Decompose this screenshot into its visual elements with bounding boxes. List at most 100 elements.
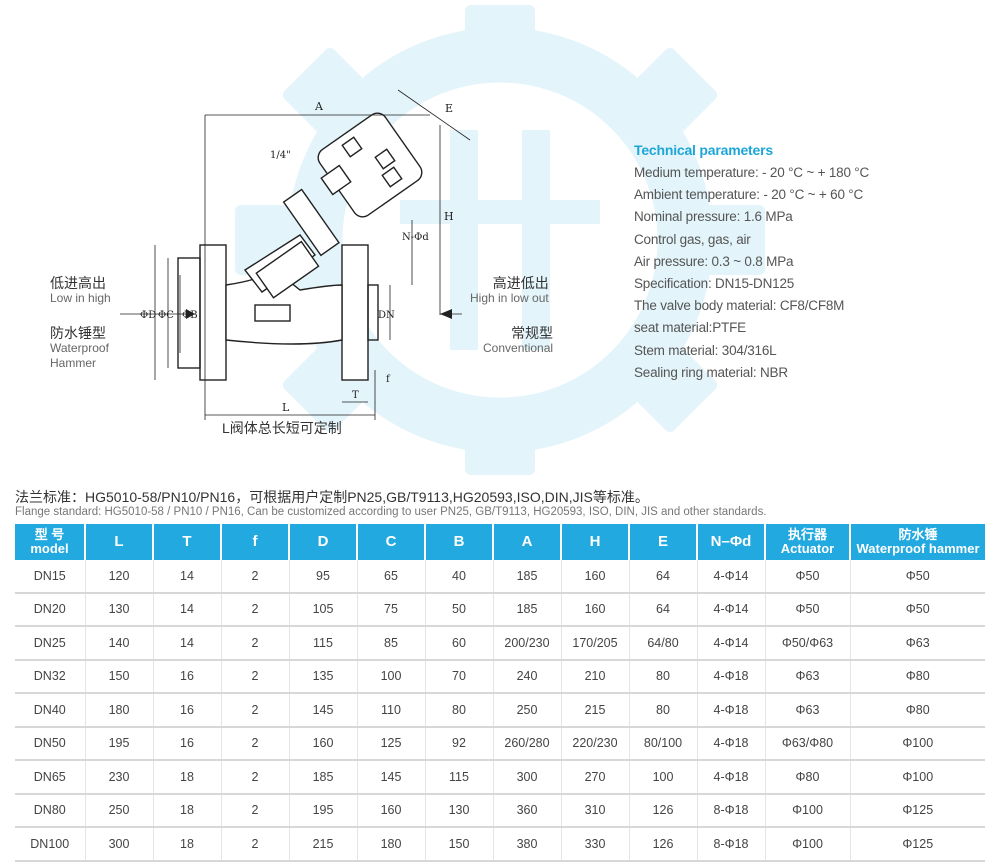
table-cell: 4-Φ14 bbox=[697, 626, 766, 661]
table-cell: 230 bbox=[85, 760, 154, 795]
column-header-en: model bbox=[30, 541, 69, 556]
table-cell: Φ50 bbox=[765, 560, 851, 594]
column-header-en: L bbox=[114, 533, 124, 550]
table-cell: Φ63/Φ80 bbox=[765, 726, 851, 761]
table-cell: 85 bbox=[357, 626, 426, 661]
table-cell: 330 bbox=[561, 827, 630, 862]
dim-label-a: A bbox=[314, 100, 324, 113]
dim-label-e: E bbox=[445, 102, 453, 115]
table-cell: 145 bbox=[357, 760, 426, 795]
table-cell: Φ50 bbox=[765, 592, 851, 627]
table-cell: 195 bbox=[85, 726, 154, 761]
dim-label-nd: N-Φd bbox=[402, 232, 429, 243]
table-cell: Φ50 bbox=[850, 592, 985, 627]
table-cell: Φ63 bbox=[765, 659, 851, 694]
table-cell: 80 bbox=[629, 659, 698, 694]
table-cell: DN50 bbox=[15, 726, 86, 761]
table-cell: 80 bbox=[629, 693, 698, 728]
dim-label-h: H bbox=[444, 210, 454, 223]
column-header: H bbox=[561, 524, 630, 560]
table-cell: 2 bbox=[221, 793, 290, 828]
table-cell: 70 bbox=[425, 659, 494, 694]
column-header-en: T bbox=[182, 533, 192, 550]
column-header: f bbox=[221, 524, 290, 560]
table-cell: 60 bbox=[425, 626, 494, 661]
table-cell: 150 bbox=[85, 659, 154, 694]
column-header: L bbox=[85, 524, 154, 560]
table-cell: 2 bbox=[221, 592, 290, 627]
valve-drawing: A E H N-Φd DN ΦD ΦC ΦB T f L 1/4" bbox=[120, 89, 471, 420]
tech-line: The valve body material: CF8/CF8M bbox=[634, 298, 845, 314]
table-cell: 100 bbox=[357, 659, 426, 694]
table-cell: Φ125 bbox=[850, 827, 985, 862]
dim-label-t: T bbox=[352, 390, 359, 401]
column-header-cn: 型 号 bbox=[34, 527, 65, 542]
table-cell: 64 bbox=[629, 592, 698, 627]
column-header: A bbox=[493, 524, 562, 560]
column-header: T bbox=[153, 524, 222, 560]
table-cell: 64/80 bbox=[629, 626, 698, 661]
table-cell: Φ125 bbox=[850, 793, 985, 828]
flange-standard-cn: 法兰标准：HG5010-58/PN10/PN16，可根据用户定制PN25,GB/… bbox=[15, 489, 649, 505]
technical-parameters: Technical parameters Medium temperature:… bbox=[634, 142, 964, 384]
table-cell: 2 bbox=[221, 726, 290, 761]
table-cell: 4-Φ14 bbox=[697, 560, 766, 594]
table-cell: 50 bbox=[425, 592, 494, 627]
tech-line: Air pressure: 0.3 ~ 0.8 MPa bbox=[634, 253, 794, 269]
table-cell: 110 bbox=[357, 693, 426, 728]
table-cell: 270 bbox=[561, 760, 630, 795]
table-cell: 240 bbox=[493, 659, 562, 694]
column-header-en: D bbox=[317, 533, 329, 550]
table-cell: 195 bbox=[289, 793, 358, 828]
table-cell: 80 bbox=[425, 693, 494, 728]
dim-label-l: L bbox=[282, 401, 290, 414]
table-cell: 115 bbox=[425, 760, 494, 795]
table-cell: 300 bbox=[85, 827, 154, 862]
table-cell: 300 bbox=[493, 760, 562, 795]
table-cell: 185 bbox=[493, 560, 562, 594]
table-cell: 18 bbox=[153, 793, 222, 828]
table-cell: 210 bbox=[561, 659, 630, 694]
label-conventional: 常规型 Conventional bbox=[483, 325, 554, 355]
dim-label-dn: DN bbox=[378, 310, 395, 321]
table-cell: 8-Φ18 bbox=[697, 827, 766, 862]
table-cell: 170/205 bbox=[561, 626, 630, 661]
table-cell: Φ63 bbox=[765, 693, 851, 728]
table-cell: 126 bbox=[629, 827, 698, 862]
table-cell: 130 bbox=[85, 592, 154, 627]
table-cell: 16 bbox=[153, 659, 222, 694]
tech-line: Medium temperature: - 20 °C ~ + 180 °C bbox=[634, 165, 870, 180]
table-cell: 135 bbox=[289, 659, 358, 694]
table-cell: 160 bbox=[357, 793, 426, 828]
tech-line: Nominal pressure: 1.6 MPa bbox=[634, 209, 793, 225]
table-cell: 180 bbox=[357, 827, 426, 862]
table-cell: 140 bbox=[85, 626, 154, 661]
table-cell: 380 bbox=[493, 827, 562, 862]
tech-line: Ambient temperature: - 20 °C ~ + 60 °C bbox=[634, 187, 864, 203]
label-waterproof-hammer: 防水锤型 Waterproof Hammer bbox=[50, 325, 109, 370]
table-cell: 16 bbox=[153, 726, 222, 761]
table-cell: 160 bbox=[289, 726, 358, 761]
table-cell: 18 bbox=[153, 760, 222, 795]
column-header: E bbox=[629, 524, 698, 560]
table-cell: Φ80 bbox=[850, 693, 985, 728]
flange-standard-en: Flange standard: HG5010-58 / PN10 / PN16… bbox=[15, 506, 767, 518]
table-cell: 75 bbox=[357, 592, 426, 627]
table-cell: 64 bbox=[629, 560, 698, 594]
label-high-in-low-out: 高进低出 High in low out bbox=[470, 275, 549, 305]
table-cell: 185 bbox=[289, 760, 358, 795]
table-cell: 92 bbox=[425, 726, 494, 761]
table-cell: 360 bbox=[493, 793, 562, 828]
dim-label-f: f bbox=[386, 374, 391, 385]
column-header-en: Waterproof hammer bbox=[856, 541, 980, 556]
column-header-en: N–Φd bbox=[710, 533, 752, 550]
table-cell: 180 bbox=[85, 693, 154, 728]
table-cell: 130 bbox=[425, 793, 494, 828]
